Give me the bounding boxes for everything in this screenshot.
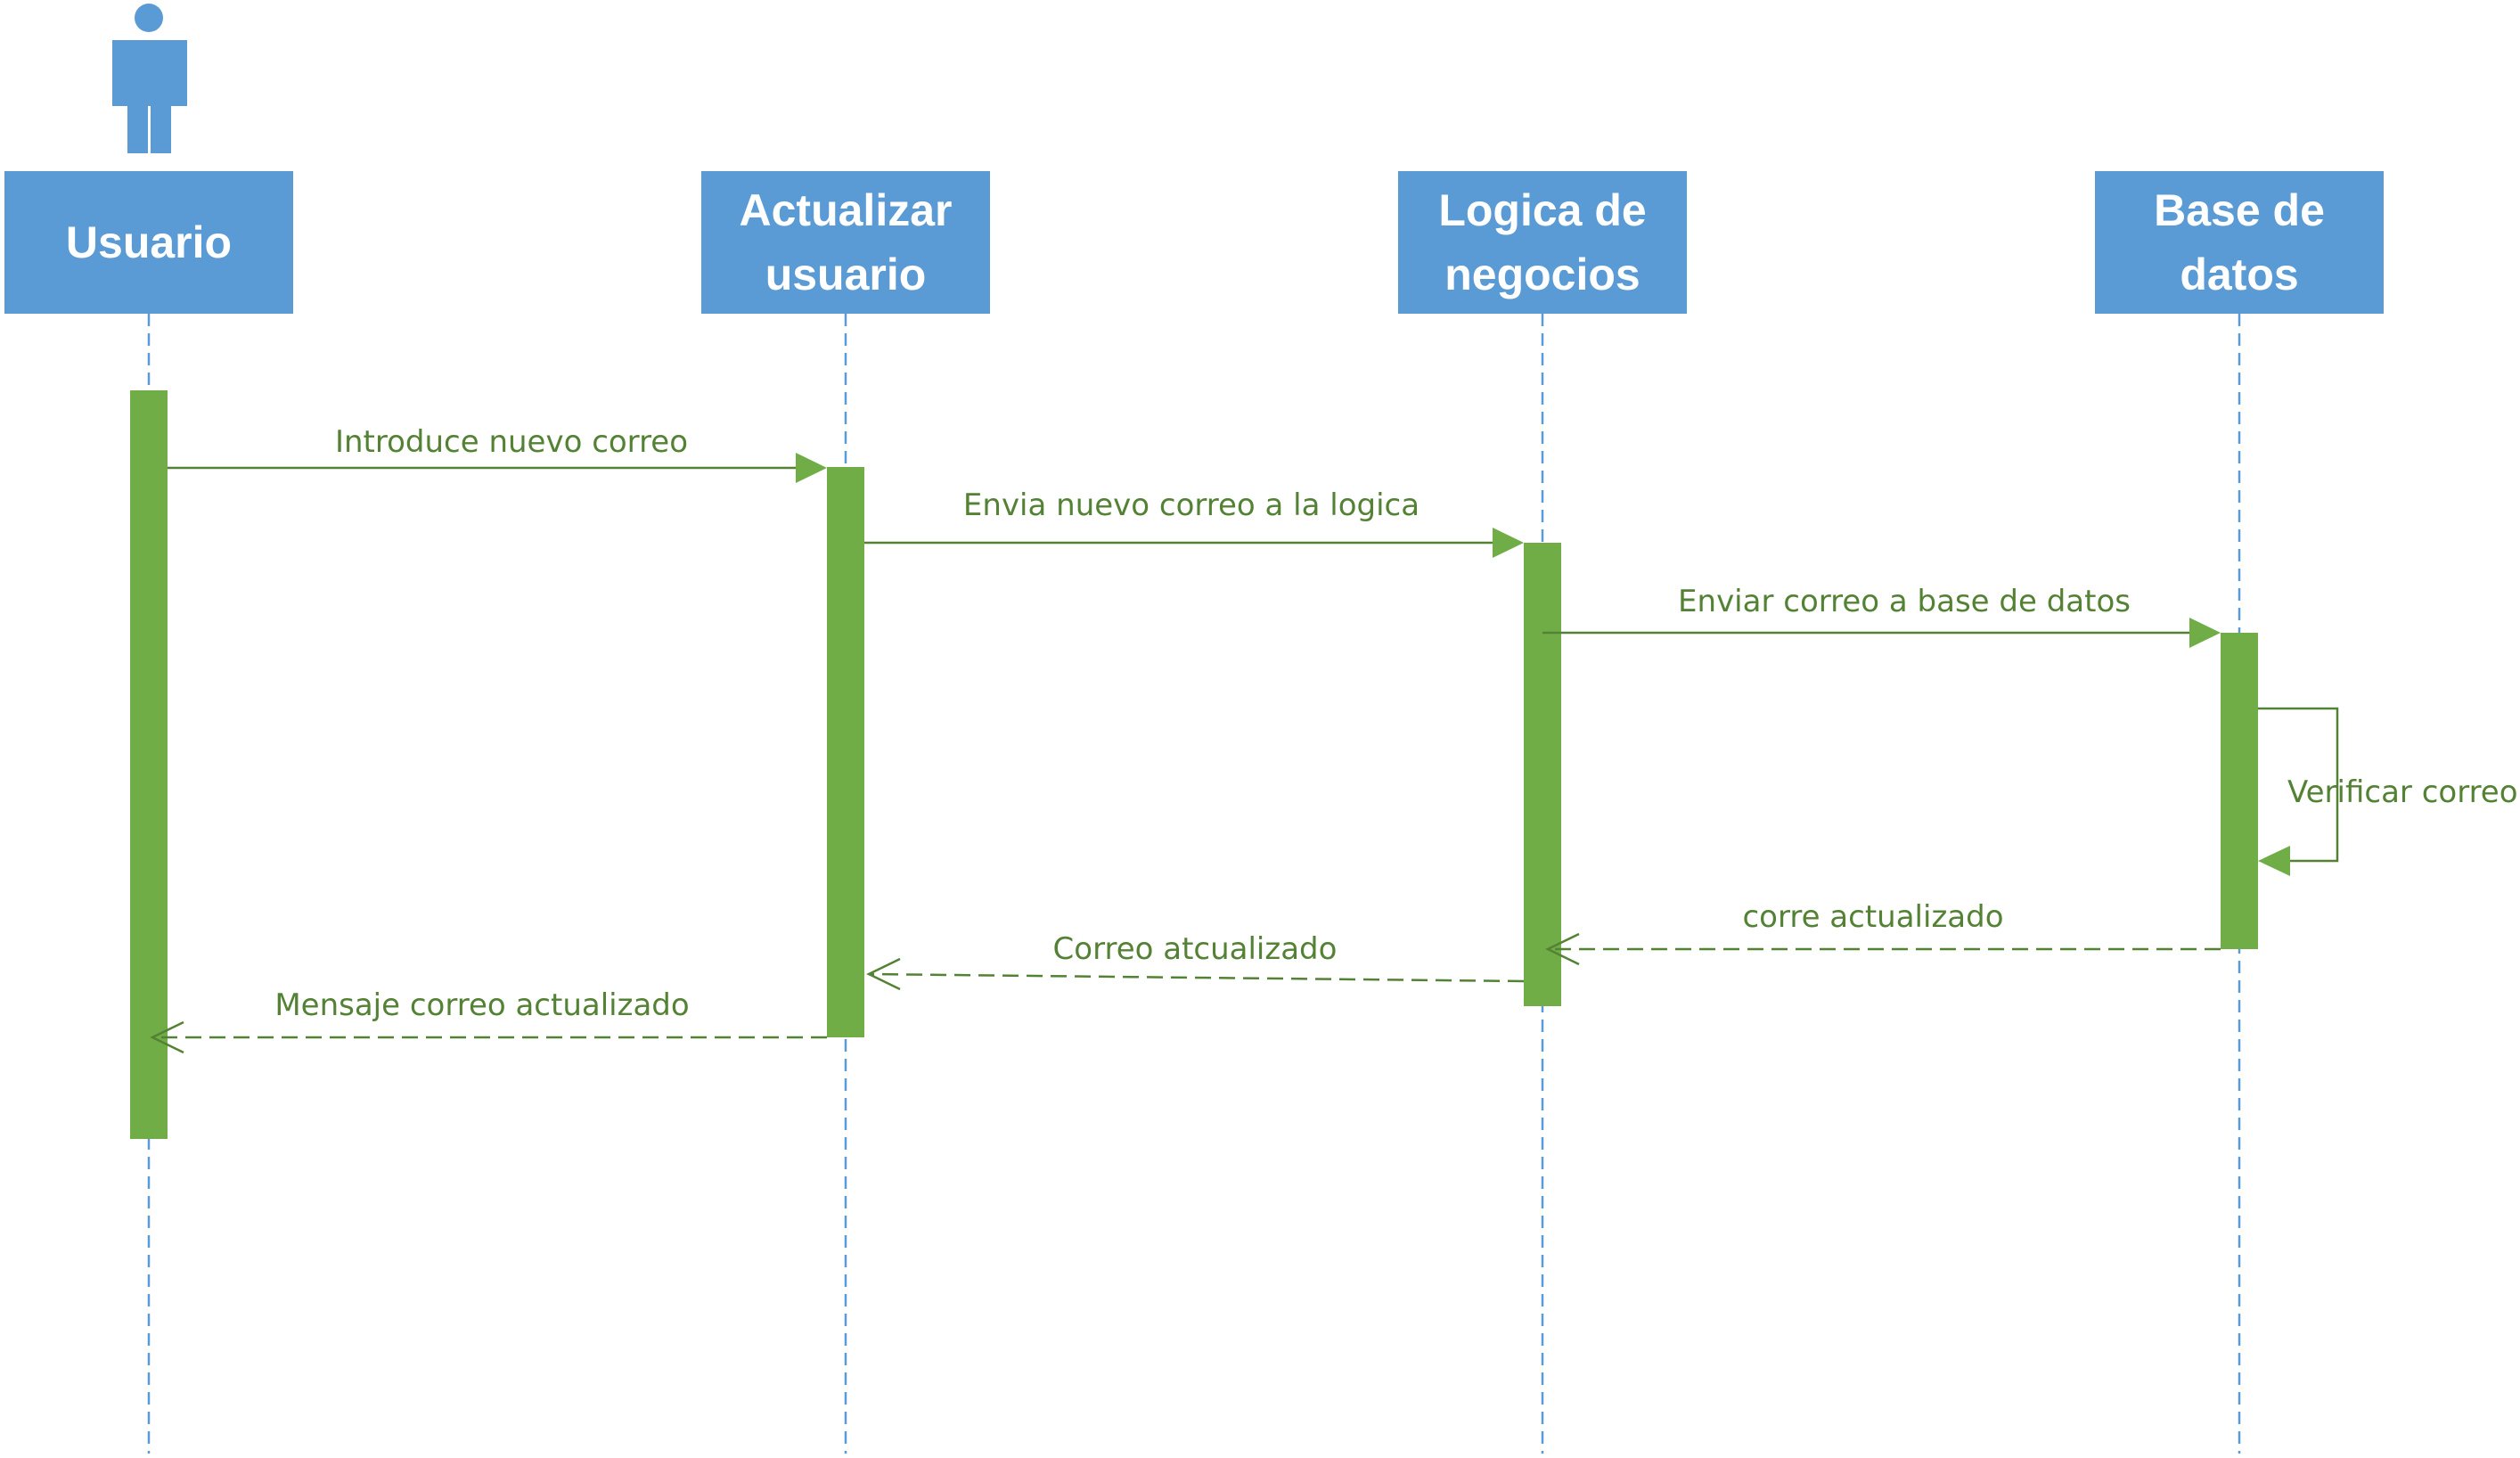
lifeline-usuario-label: Usuario: [65, 217, 233, 267]
activation-actualizar: [827, 467, 864, 1037]
message-label-m2: Envia nuevo correo a la logica: [963, 487, 1420, 523]
activation-logica: [1524, 543, 1561, 1006]
message-label-m1: Introduce nuevo correo: [335, 424, 688, 460]
lifeline-logica-box: Logica de negocios: [1398, 171, 1687, 314]
arrowhead-m3: [2189, 618, 2221, 648]
arrowhead-m1: [796, 453, 827, 483]
arrowhead-m2: [1493, 528, 1524, 558]
arrowhead-m7: [150, 1020, 184, 1054]
message-label-m6: Correo atcualizado: [1053, 931, 1338, 967]
message-label-m5: corre actualizado: [1742, 899, 2003, 935]
message-arrow-m4: [2258, 707, 2339, 863]
lifeline-actualizar-label: Actualizar usuario: [739, 185, 953, 299]
message-label-m4: Verificar correo: [2287, 774, 2518, 810]
message-label-m3: Enviar correo a base de datos: [1678, 584, 2131, 619]
arrowhead-m6: [866, 957, 901, 991]
lifeline-base-label: Base de datos: [2154, 185, 2325, 299]
lifeline-logica-label: Logica de negocios: [1438, 185, 1647, 299]
activation-base: [2221, 633, 2258, 949]
lifeline-actualizar-box: Actualizar usuario: [701, 171, 990, 314]
lifeline-usuario-box: Usuario: [4, 171, 293, 314]
activation-usuario: [130, 390, 168, 1139]
lifeline-base-box: Base de datos: [2095, 171, 2384, 314]
actor-icon: [112, 4, 187, 153]
arrowhead-m5: [1545, 932, 1580, 966]
message-arrow-m6: [868, 972, 1525, 983]
arrowhead-m4: [2258, 846, 2290, 876]
message-label-m7: Mensaje correo actualizado: [274, 987, 689, 1023]
